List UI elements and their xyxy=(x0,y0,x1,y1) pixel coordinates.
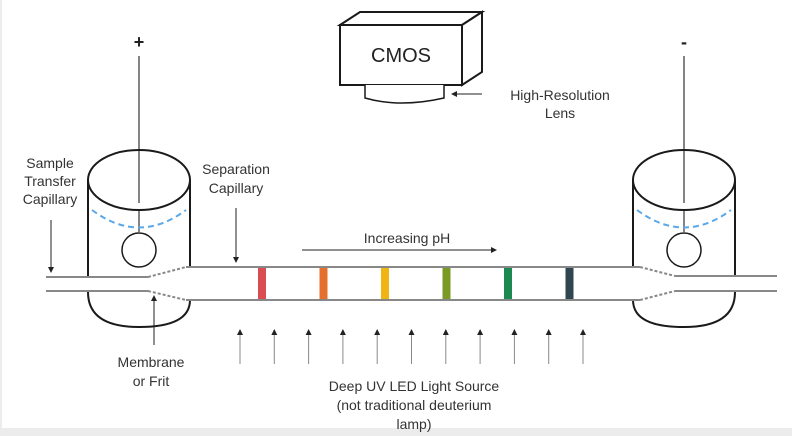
band-6 xyxy=(565,268,574,299)
cathode-sign: - xyxy=(681,32,687,52)
cathode-reservoir: - xyxy=(632,32,736,329)
camera-label: CMOS xyxy=(371,45,431,67)
separation-label-line-2: Capillary xyxy=(209,180,263,196)
camera-top-face xyxy=(336,11,486,26)
membrane-label-line-1: Membrane xyxy=(118,354,185,370)
cmos-camera: CMOS High-Resolution Lens xyxy=(336,10,610,121)
band-5 xyxy=(504,268,512,299)
light-label-line-1: Deep UV LED Light Source xyxy=(329,378,500,394)
electrode-bulb xyxy=(121,232,157,268)
meniscus-line xyxy=(91,209,187,229)
lens-label-line-1: High-Resolution xyxy=(510,87,610,103)
camera-side-face xyxy=(461,10,483,87)
sample-label-line-2: Transfer xyxy=(24,173,76,189)
uv-light-arrows xyxy=(237,329,586,364)
sample-label-line-3: Capillary xyxy=(23,191,77,207)
camera-front-face xyxy=(339,24,463,86)
light-label-line-3: lamp) xyxy=(396,416,431,432)
separation-label-line-1: Separation xyxy=(202,161,270,177)
ph-label: Increasing pH xyxy=(364,230,450,246)
lens-label-line-2: Lens xyxy=(545,105,575,121)
light-label-line-2: (not traditional deuterium xyxy=(337,397,492,413)
sample-label-line-1: Sample xyxy=(26,155,74,171)
band-3 xyxy=(381,268,389,299)
membrane-top xyxy=(147,266,187,278)
ph-bands xyxy=(258,268,574,299)
lens-icon xyxy=(364,85,445,104)
membrane-bottom xyxy=(147,290,187,301)
capillary-system xyxy=(46,266,777,301)
band-2 xyxy=(319,268,328,299)
band-4 xyxy=(442,268,451,299)
band-1 xyxy=(258,268,266,299)
anode-sign: + xyxy=(134,32,145,52)
bottom-bar xyxy=(0,428,792,436)
membrane-label-line-2: or Frit xyxy=(133,373,170,389)
anode-reservoir: + xyxy=(87,32,191,329)
